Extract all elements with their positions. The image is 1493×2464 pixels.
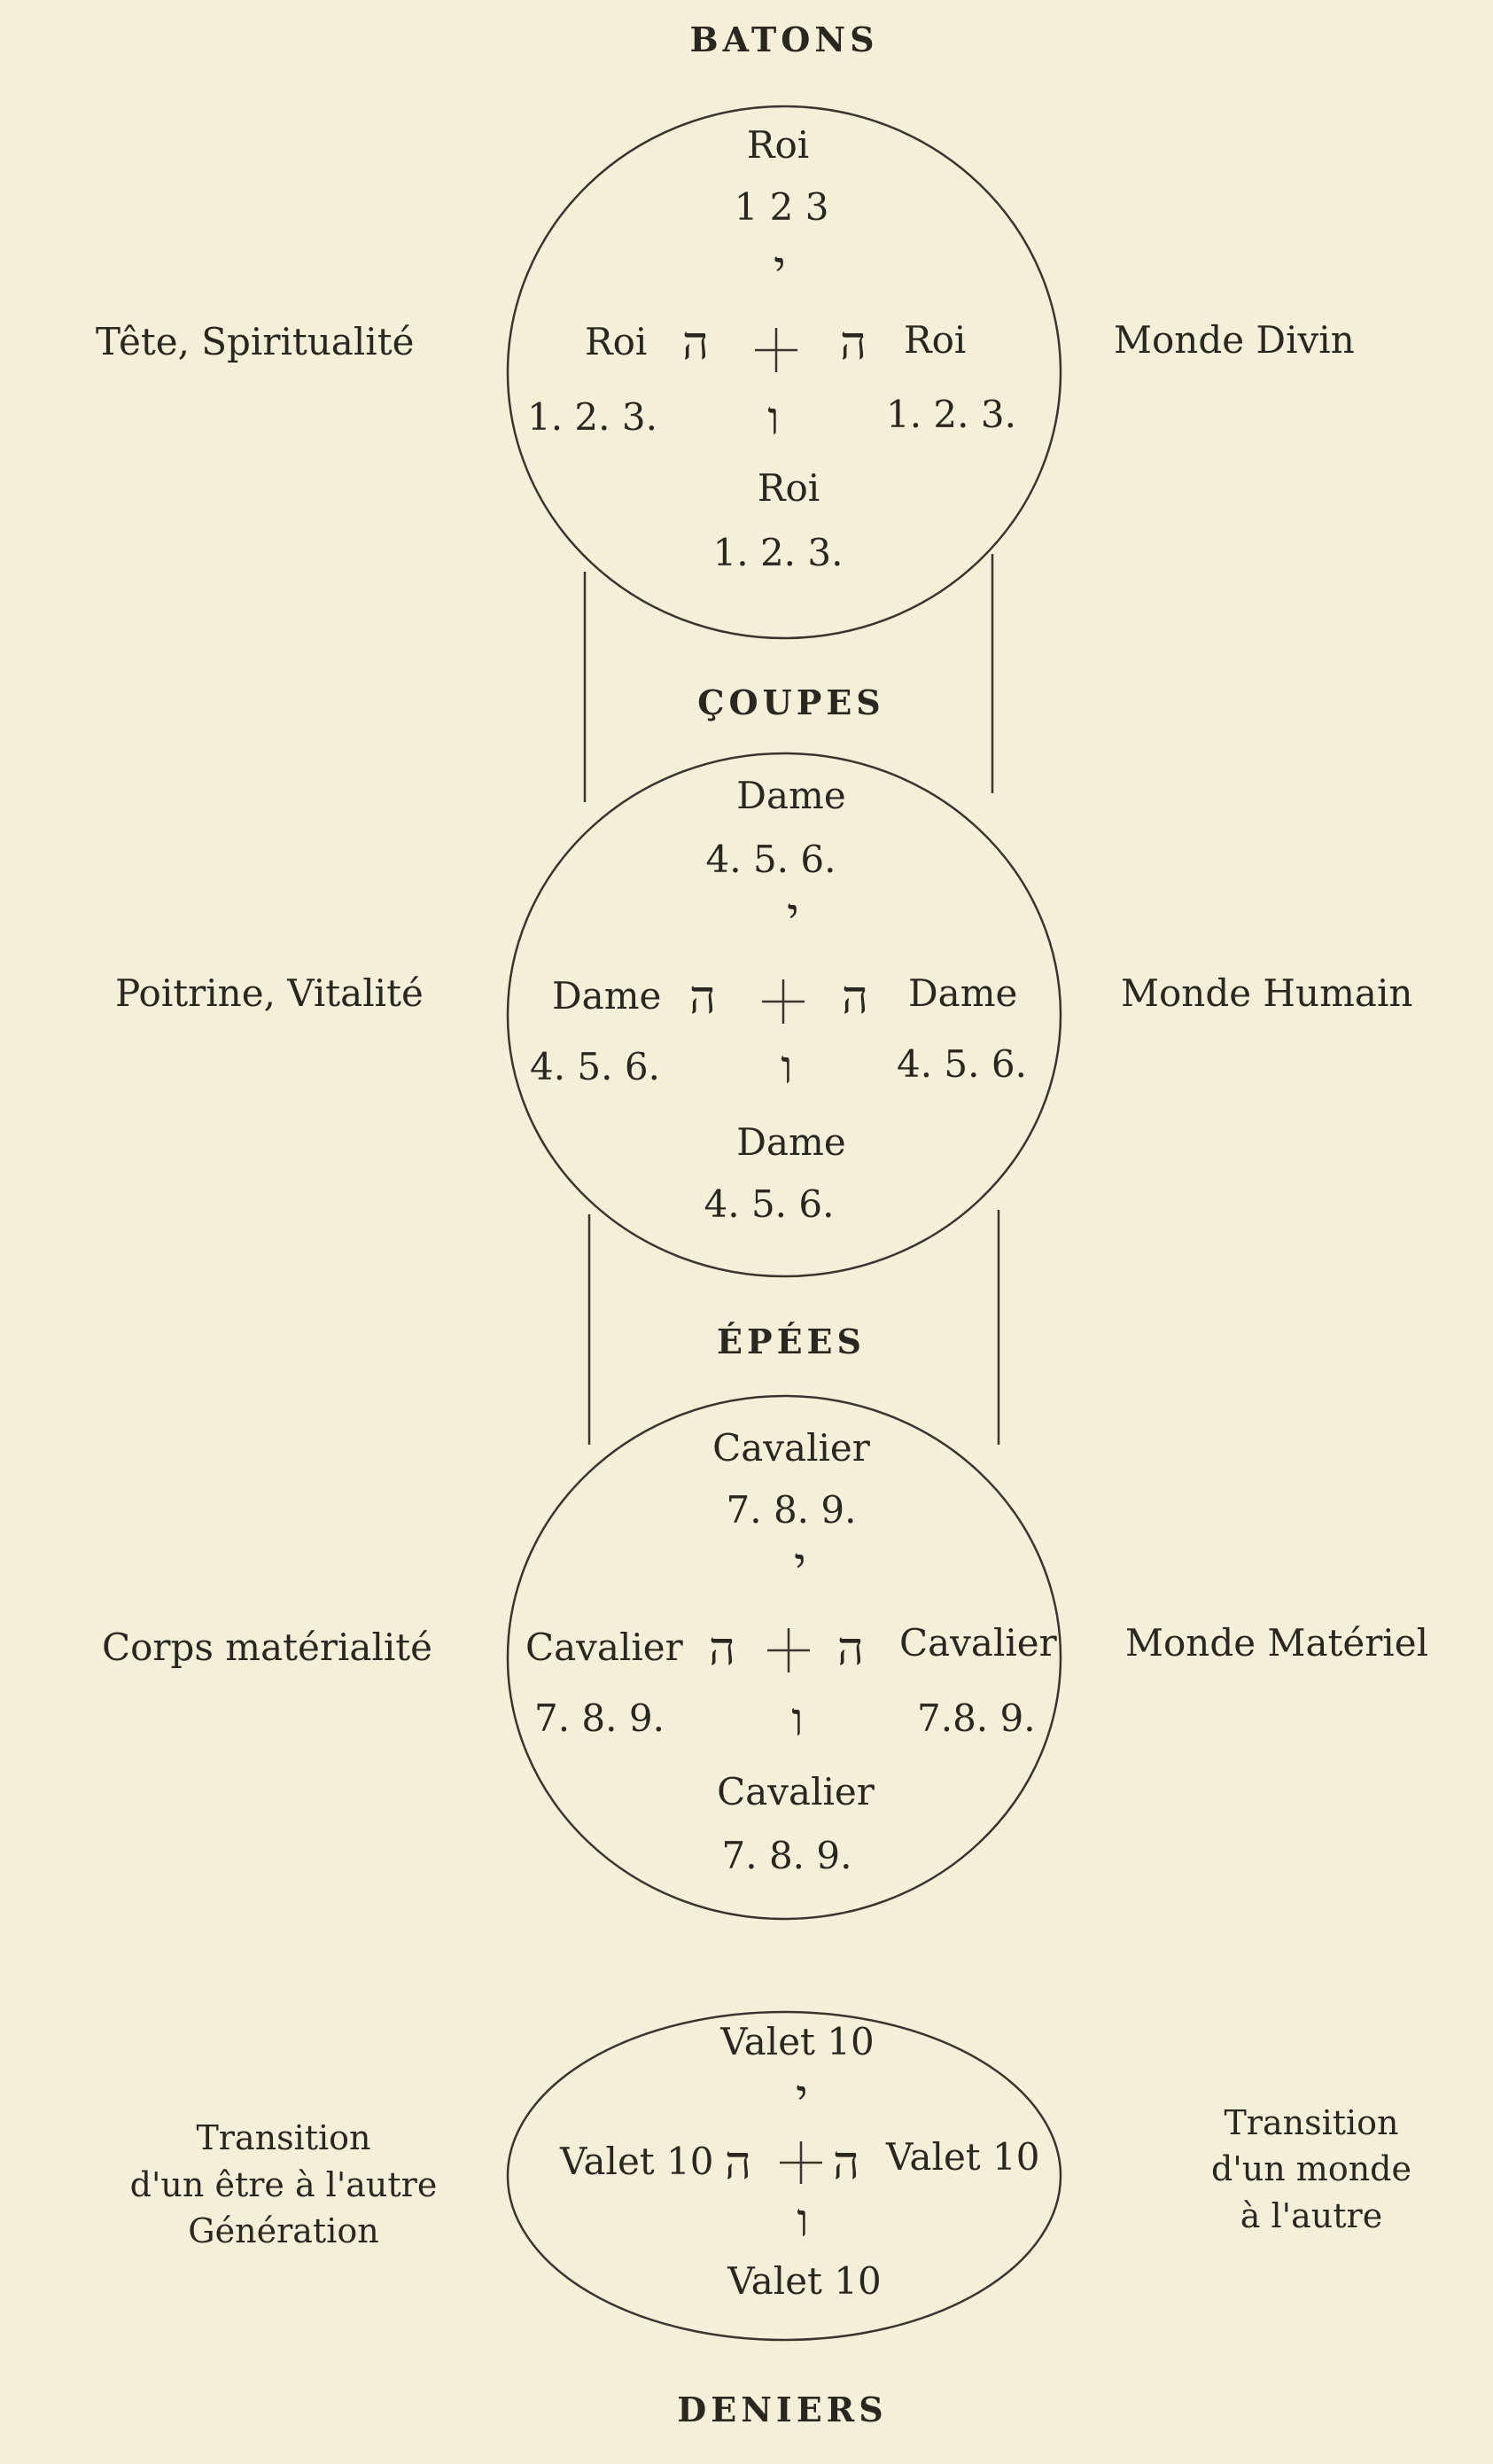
cross-1: [755, 328, 797, 372]
roi-left-nums: 1. 2. 3.: [527, 395, 657, 439]
he-letter-4b: ה: [833, 2137, 859, 2190]
he-letter-1b: ה: [840, 317, 867, 370]
valet-bottom-label: Valet 10: [727, 2259, 881, 2303]
side-left-4-line2: d'un être à l'autre: [130, 2165, 438, 2204]
he-letter-3a: ה: [709, 1623, 735, 1676]
dame-right-label: Dame: [908, 971, 1017, 1015]
circle-coupes: [506, 752, 1062, 1278]
circle-deniers: [506, 2010, 1062, 2342]
dame-left-label: Dame: [552, 974, 661, 1018]
header-deniers: DENIERS: [677, 2390, 887, 2429]
side-left-2: Poitrine, Vitalité: [115, 971, 424, 1015]
cavalier-top-label: Cavalier: [712, 1426, 871, 1470]
roi-right-label: Roi: [904, 318, 966, 362]
he-letter-1a: ה: [682, 317, 709, 370]
yod-letter-2: י: [787, 889, 799, 942]
circle-epees: [506, 1394, 1062, 1921]
circle-batons: [506, 105, 1062, 640]
side-right-1: Monde Divin: [1114, 318, 1355, 362]
header-coupes: ÇOUPES: [697, 682, 884, 722]
roi-left-label: Roi: [585, 320, 647, 363]
roi-top-label: Roi: [747, 123, 809, 167]
side-left-4-line3: Génération: [188, 2211, 378, 2250]
vav-letter-2: ו: [781, 1041, 792, 1095]
header-batons: BATONS: [689, 19, 878, 59]
side-left-1: Tête, Spiritualité: [96, 320, 414, 363]
cavalier-bottom-nums: 7. 8. 9.: [722, 1834, 852, 1877]
dame-top-nums: 4. 5. 6.: [706, 838, 836, 881]
roi-bottom-nums: 1. 2. 3.: [713, 531, 844, 574]
group-roi: Roi 1 2 3 י Roi ה ה Roi 1. 2. 3. ו 1. 2.…: [527, 123, 1016, 574]
side-left-3: Corps matérialité: [102, 1626, 432, 1669]
cross-4: [780, 2141, 822, 2184]
side-right-4-line1: Transition: [1224, 2103, 1398, 2142]
dame-bottom-label: Dame: [736, 1120, 845, 1164]
group-cavalier: Cavalier 7. 8. 9. י Cavalier ה ה Cavalie…: [525, 1426, 1058, 1877]
he-letter-2b: ה: [842, 971, 868, 1025]
cross-3: [767, 1628, 810, 1673]
side-left-4-line1: Transition: [196, 2118, 370, 2157]
valet-top-label: Valet 10: [719, 2020, 874, 2063]
cross-2: [762, 979, 805, 1024]
cavalier-bottom-label: Cavalier: [717, 1770, 875, 1813]
cavalier-left-label: Cavalier: [525, 1626, 684, 1669]
side-right-2: Monde Humain: [1121, 971, 1412, 1015]
he-letter-4a: ה: [725, 2137, 751, 2190]
group-valet: Valet 10 י Valet 10 ה ה Valet 10 ו Valet…: [559, 2020, 1039, 2303]
header-epees: ÉPÉES: [717, 1322, 866, 1361]
roi-right-nums: 1. 2. 3.: [886, 393, 1016, 436]
cavalier-top-nums: 7. 8. 9.: [727, 1488, 857, 1532]
dame-right-nums: 4. 5. 6.: [897, 1042, 1027, 1086]
dame-left-nums: 4. 5. 6.: [530, 1045, 660, 1088]
dame-top-label: Dame: [736, 774, 845, 817]
yod-letter-4: י: [796, 2070, 808, 2124]
group-dame: Dame 4. 5. 6. י Dame ה ה Dame 4. 5. 6. ו…: [530, 774, 1027, 1226]
side-right-4-line3: à l'autre: [1240, 2196, 1382, 2235]
cavalier-right-nums: 7.8. 9.: [917, 1696, 1036, 1740]
cavalier-left-nums: 7. 8. 9.: [534, 1696, 665, 1740]
dame-bottom-nums: 4. 5. 6.: [704, 1182, 835, 1226]
he-letter-2a: ה: [689, 971, 716, 1025]
vav-letter-4: ו: [797, 2195, 808, 2248]
cavalier-right-label: Cavalier: [899, 1621, 1058, 1665]
vav-letter-3: ו: [791, 1694, 803, 1747]
side-right-3: Monde Matériel: [1125, 1621, 1428, 1665]
valet-right-label: Valet 10: [885, 2135, 1039, 2179]
side-right-4-line2: d'un monde: [1211, 2149, 1411, 2188]
valet-left-label: Valet 10: [559, 2140, 713, 2183]
he-letter-3b: ה: [837, 1623, 864, 1676]
yod-letter-3: י: [794, 1539, 806, 1592]
roi-bottom-label: Roi: [758, 466, 820, 510]
roi-top-nums: 1 2 3: [735, 185, 829, 229]
yod-letter-1: י: [774, 242, 786, 295]
vav-letter-1: ו: [767, 393, 779, 446]
